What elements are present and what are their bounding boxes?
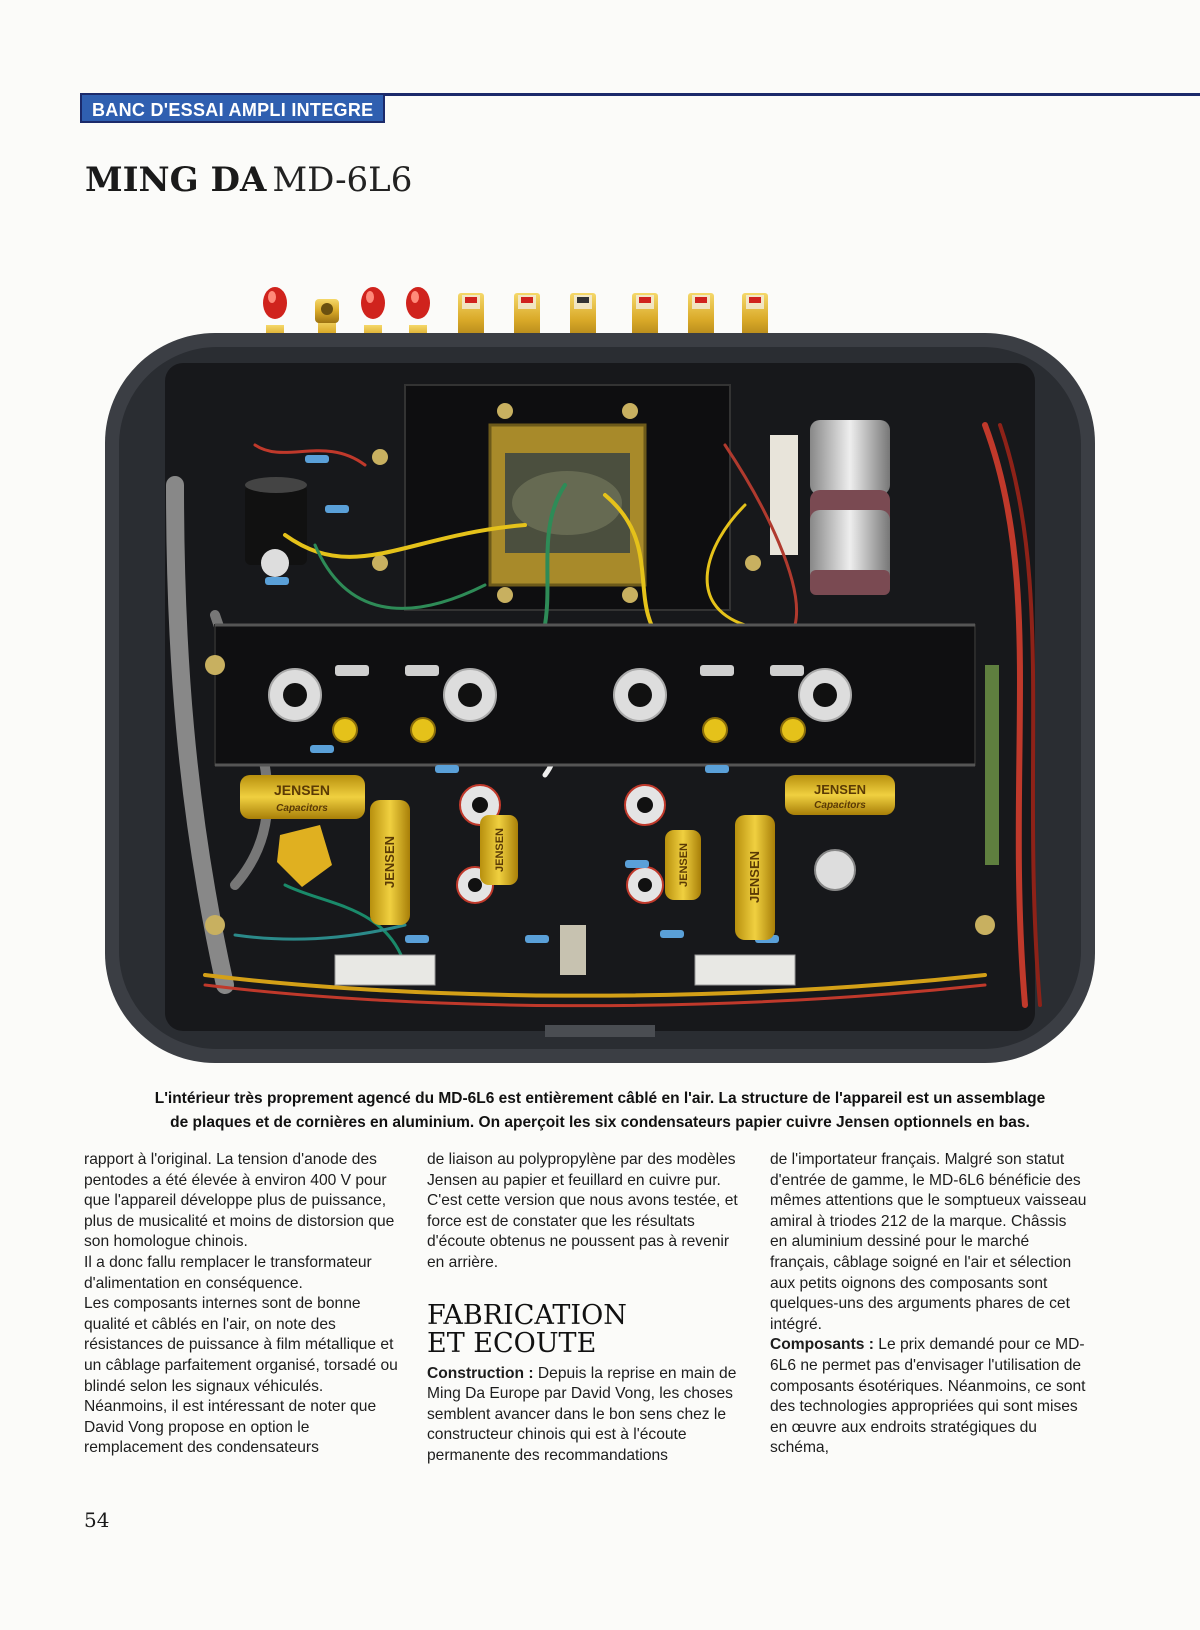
section-kicker: BANC D'ESSAI AMPLI INTEGRE [80,93,386,123]
text-column-2: de liaison au polypropylène par des modè… [427,1150,745,1467]
svg-text:Capacitors: Capacitors [276,803,328,814]
column3-paragraph-2-text: Le prix demandé pour ce MD-6L6 ne permet… [770,1336,1086,1457]
photo-caption: L'intérieur très proprement agencé du MD… [85,1087,1115,1135]
svg-text:JENSEN: JENSEN [678,843,690,887]
column1-paragraph-1: rapport à l'original. La tension d'anode… [84,1151,395,1251]
svg-text:JENSEN: JENSEN [747,851,762,903]
runin-composants: Composants : [770,1336,874,1354]
column2-paragraph-1: de liaison au polypropylène par des modè… [427,1151,738,1271]
svg-text:JENSEN: JENSEN [814,782,866,797]
section-heading: FABRICATION ET ECOUTE [427,1299,745,1359]
resistors [265,455,804,943]
title-brand: MING DA [85,160,267,200]
page-number: 54 [84,1508,110,1532]
column1-paragraph-3: Les composants internes sont de bonne qu… [84,1295,398,1457]
svg-text:JENSEN: JENSEN [494,828,506,872]
runin-construction: Construction : [427,1364,534,1382]
section-heading-line-1: FABRICATION [427,1299,627,1331]
svg-text:JENSEN: JENSEN [274,782,330,798]
amplifier-interior-photo: JENSEN Capacitors JENSEN Capacitors JENS… [105,287,1095,1063]
svg-text:JENSEN: JENSEN [382,836,397,888]
column3-paragraph-2: Composants : Le prix demandé pour ce MD-… [770,1335,1088,1459]
svg-text:Capacitors: Capacitors [814,800,866,811]
column2-paragraph-2: Construction : Depuis la reprise en main… [427,1364,745,1467]
caption-line-2: de plaques et de cornières en aluminium.… [170,1114,1030,1131]
text-column-1: rapport à l'original. La tension d'anode… [84,1150,402,1459]
filter-capacitors [245,420,890,595]
section-heading-line-2: ET ECOUTE [427,1327,597,1359]
text-column-3: de l'importateur français. Malgré son st… [770,1150,1088,1459]
column1-paragraph-2: Il a donc fallu remplacer le transformat… [84,1253,372,1292]
column3-paragraph-1: de l'importateur français. Malgré son st… [770,1151,1087,1333]
jensen-capacitors: JENSEN Capacitors JENSEN Capacitors JENS… [240,775,895,940]
header-rule [80,93,1200,96]
title-model: MD-6L6 [272,160,413,200]
caption-line-1: L'intérieur très proprement agencé du MD… [154,1090,1046,1107]
column2-paragraph-2-text: Depuis la reprise en main de Ming Da Eur… [427,1364,737,1464]
